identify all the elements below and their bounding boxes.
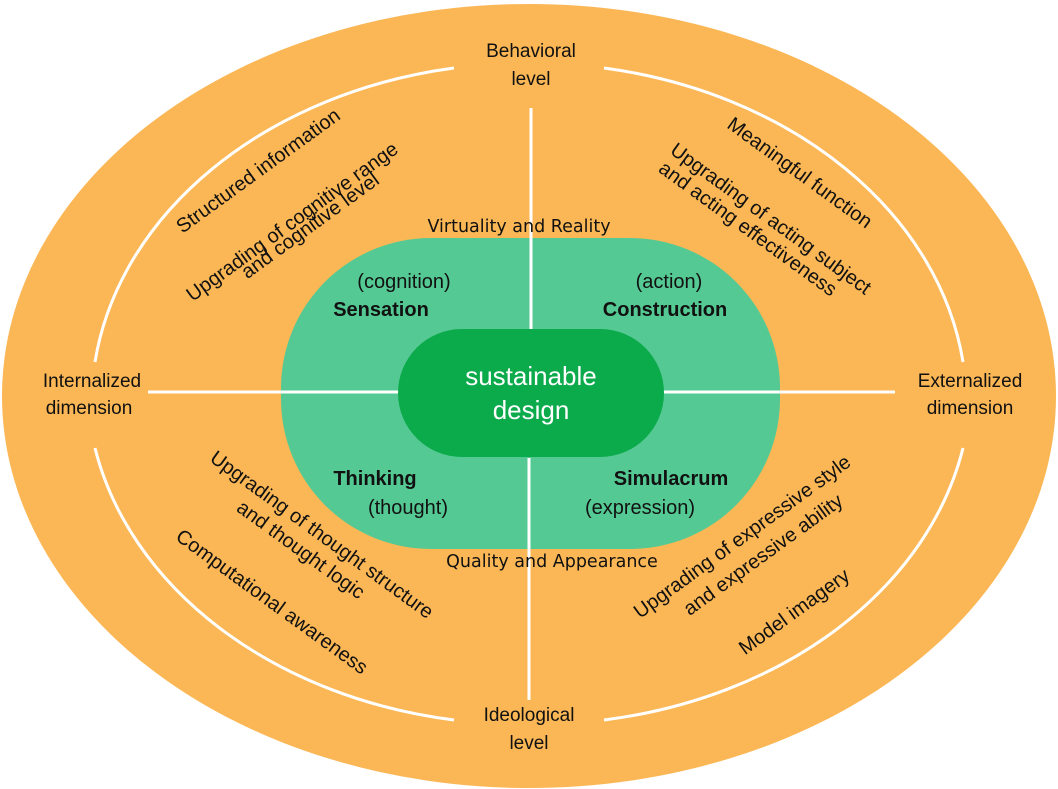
axis-label-right-line1: Externalized [918, 371, 1023, 392]
ring-arc-bottom-right [603, 447, 965, 722]
quadrant-bottom-right-sub: (expression) [585, 497, 695, 519]
quadrant-top-left-name: Sensation [333, 299, 429, 321]
quadrant-top-right-sub: (action) [636, 271, 703, 293]
axis-label-right-line2: dimension [927, 398, 1014, 419]
ring-arc-bottom-left [93, 447, 455, 722]
axis-label-left-line1: Internalized [43, 371, 141, 392]
center-label-line2: design [493, 395, 570, 425]
ring-arc-top-right [603, 66, 965, 363]
quadrant-top-left-sub: (cognition) [357, 271, 450, 293]
ring-arc-top-left [93, 66, 455, 363]
quadrant-bottom-left-name: Thinking [333, 468, 416, 490]
quadrant-top-right-name: Construction [603, 299, 727, 321]
center-label-line1: sustainable [465, 361, 597, 391]
center-pill [398, 329, 664, 457]
quadrant-bottom-left-sub: (thought) [368, 497, 448, 519]
axis-label-top-line1: Behavioral [486, 41, 576, 62]
middle-label-top: Virtuality and Reality [427, 217, 610, 237]
axis-label-bottom-line1: Ideological [484, 705, 575, 726]
quadrant-bottom-right-name: Simulacrum [614, 468, 728, 490]
axis-label-left-line2: dimension [46, 398, 133, 419]
middle-label-bottom: Quality and Appearance [446, 552, 658, 572]
axis-label-bottom-line2: level [509, 733, 548, 754]
axis-label-top-line2: level [511, 69, 550, 90]
